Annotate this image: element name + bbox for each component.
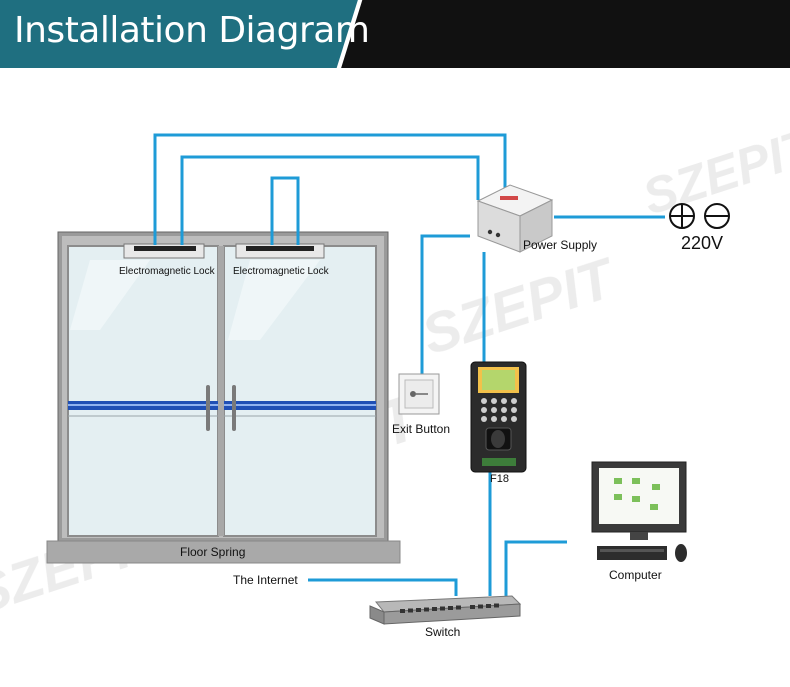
glass-door — [57, 231, 389, 543]
electromagnetic-lock-right — [235, 243, 325, 259]
label-power-supply: Power Supply — [523, 238, 598, 252]
label-device-f18: F18 — [490, 473, 509, 485]
computer — [591, 461, 687, 562]
wiring — [153, 133, 665, 596]
network-switch — [369, 595, 522, 625]
watermark-text: SZEPIT — [636, 117, 790, 226]
label-electromagnetic-lock-left: Electromagnetic Lock — [119, 266, 215, 277]
label-internet: The Internet — [233, 573, 298, 587]
page-title: Installation Diagram — [14, 10, 370, 51]
electromagnetic-lock-left — [123, 243, 205, 259]
ac-power-symbol — [669, 203, 730, 229]
label-switch: Switch — [425, 625, 461, 639]
header-tab — [0, 0, 360, 68]
label-floor-spring: Floor Spring — [180, 545, 246, 559]
floor-spring-bar — [46, 540, 401, 564]
watermark-text: SZEPIT — [414, 244, 624, 366]
f18-terminal — [470, 361, 527, 473]
label-electromagnetic-lock-right: Electromagnetic Lock — [233, 266, 329, 277]
power-supply-unit — [476, 184, 554, 253]
label-voltage: 220V — [681, 233, 724, 253]
label-computer: Computer — [609, 568, 662, 582]
header-bar: Installation Diagram — [0, 0, 790, 68]
label-exit-button: Exit Button — [392, 422, 451, 436]
exit-button-device — [398, 373, 440, 415]
